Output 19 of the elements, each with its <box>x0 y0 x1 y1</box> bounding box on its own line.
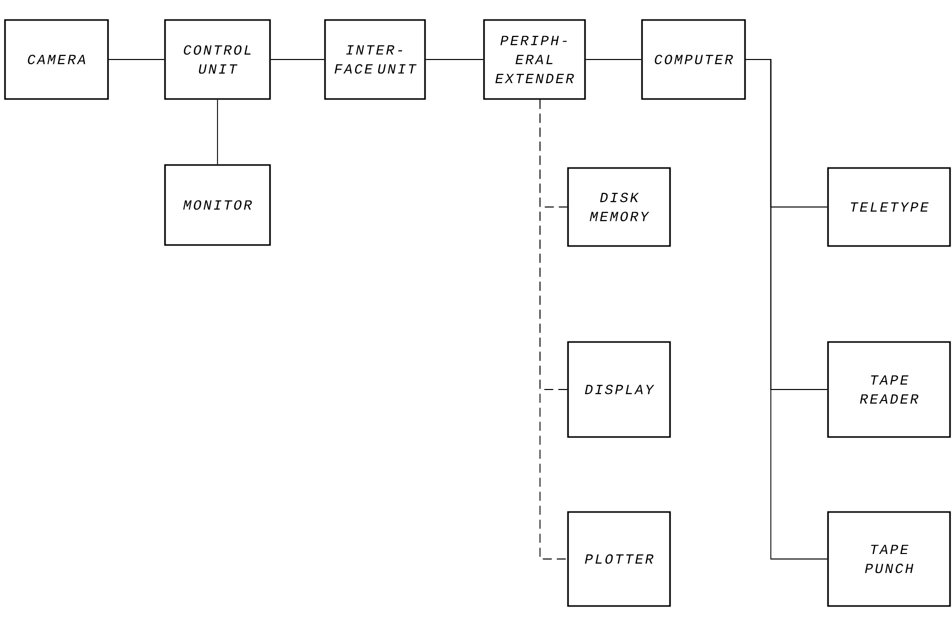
block-box: CONTROL UNIT <box>164 19 271 100</box>
block-box: TAPE READER <box>827 341 951 438</box>
block-box: COMPUTER <box>641 19 746 100</box>
block-box: DISK MEMORY <box>567 167 671 247</box>
block-box: CAMERA <box>4 19 109 100</box>
block-box: MONITOR <box>164 164 271 246</box>
block-box: PERIPH- ERAL EXTENDER <box>483 19 586 100</box>
connector-line <box>585 59 642 60</box>
block-box: INTER- FACE UNIT <box>324 19 426 100</box>
block-box: PLOTTER <box>567 511 671 607</box>
connector-line <box>540 99 568 560</box>
connector-line <box>425 59 484 60</box>
block-box: DISPLAY <box>567 341 671 438</box>
connector-line <box>745 59 828 560</box>
connector-line <box>108 59 165 60</box>
connector-line <box>270 59 325 60</box>
connector-line <box>217 99 218 165</box>
block-box: TAPE PUNCH <box>827 511 951 607</box>
block-box: TELETYPE <box>827 167 951 247</box>
